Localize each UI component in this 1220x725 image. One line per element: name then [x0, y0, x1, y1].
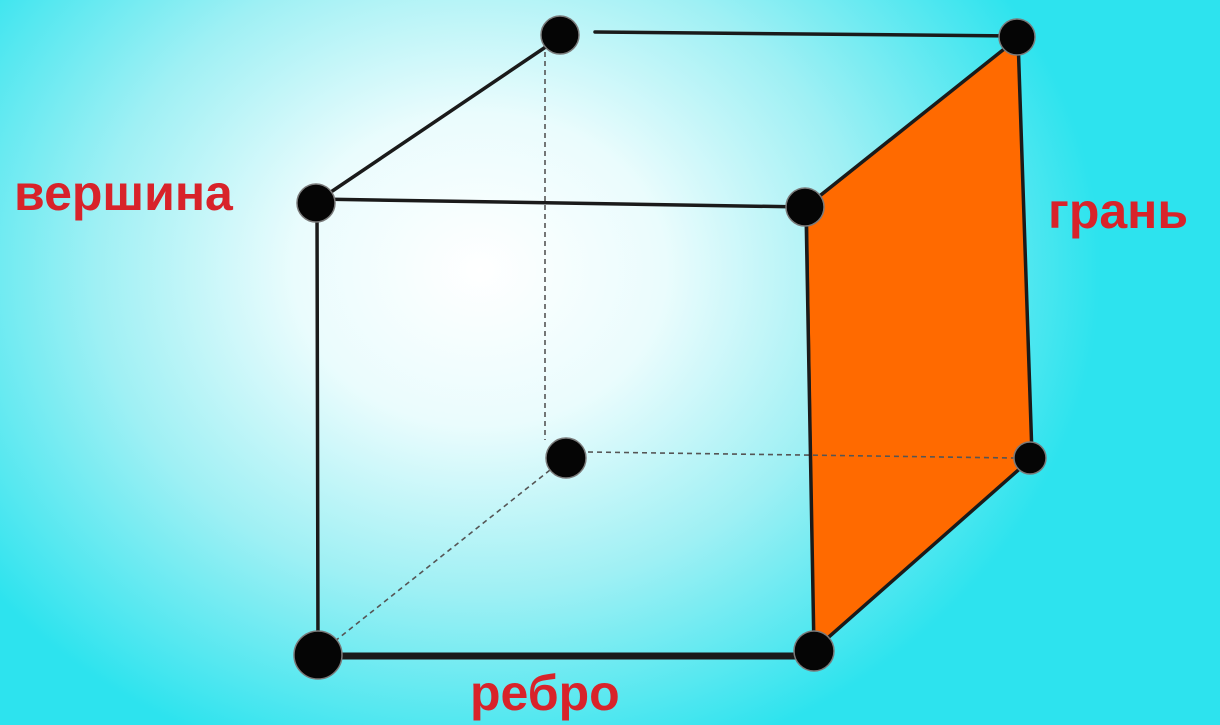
hidden-edges [329, 52, 1015, 646]
hidden-edge-back-bottom [587, 451, 1015, 459]
hidden-edge-back-depth [329, 469, 551, 646]
visible-edges [314, 30, 1034, 652]
edge-front-left [315, 203, 320, 652]
edge-top-left-depth [320, 38, 558, 200]
vertex-back-bottom-right [1013, 441, 1047, 475]
vertex-back-bottom-left [545, 437, 587, 479]
vertices [293, 15, 1047, 680]
vertex-back-top-right [998, 18, 1036, 56]
edge-right-back [1016, 36, 1034, 458]
edge-label: ребро [470, 665, 620, 721]
vertex-front-bottom-left [293, 630, 343, 680]
edge-top-right-depth [805, 36, 1020, 208]
vertex-front-bottom-right [793, 630, 835, 672]
face-label: грань [1048, 183, 1189, 239]
vertex-back-top-left [540, 15, 580, 55]
edge-bottom-right-depth [812, 456, 1034, 652]
edge-front-right [804, 206, 816, 652]
vertex-front-top-left [296, 183, 336, 223]
edge-top-back [593, 30, 1018, 38]
edge-top-front [314, 197, 807, 209]
vertex-label: вершина [14, 165, 233, 221]
vertex-front-top-right [785, 187, 825, 227]
